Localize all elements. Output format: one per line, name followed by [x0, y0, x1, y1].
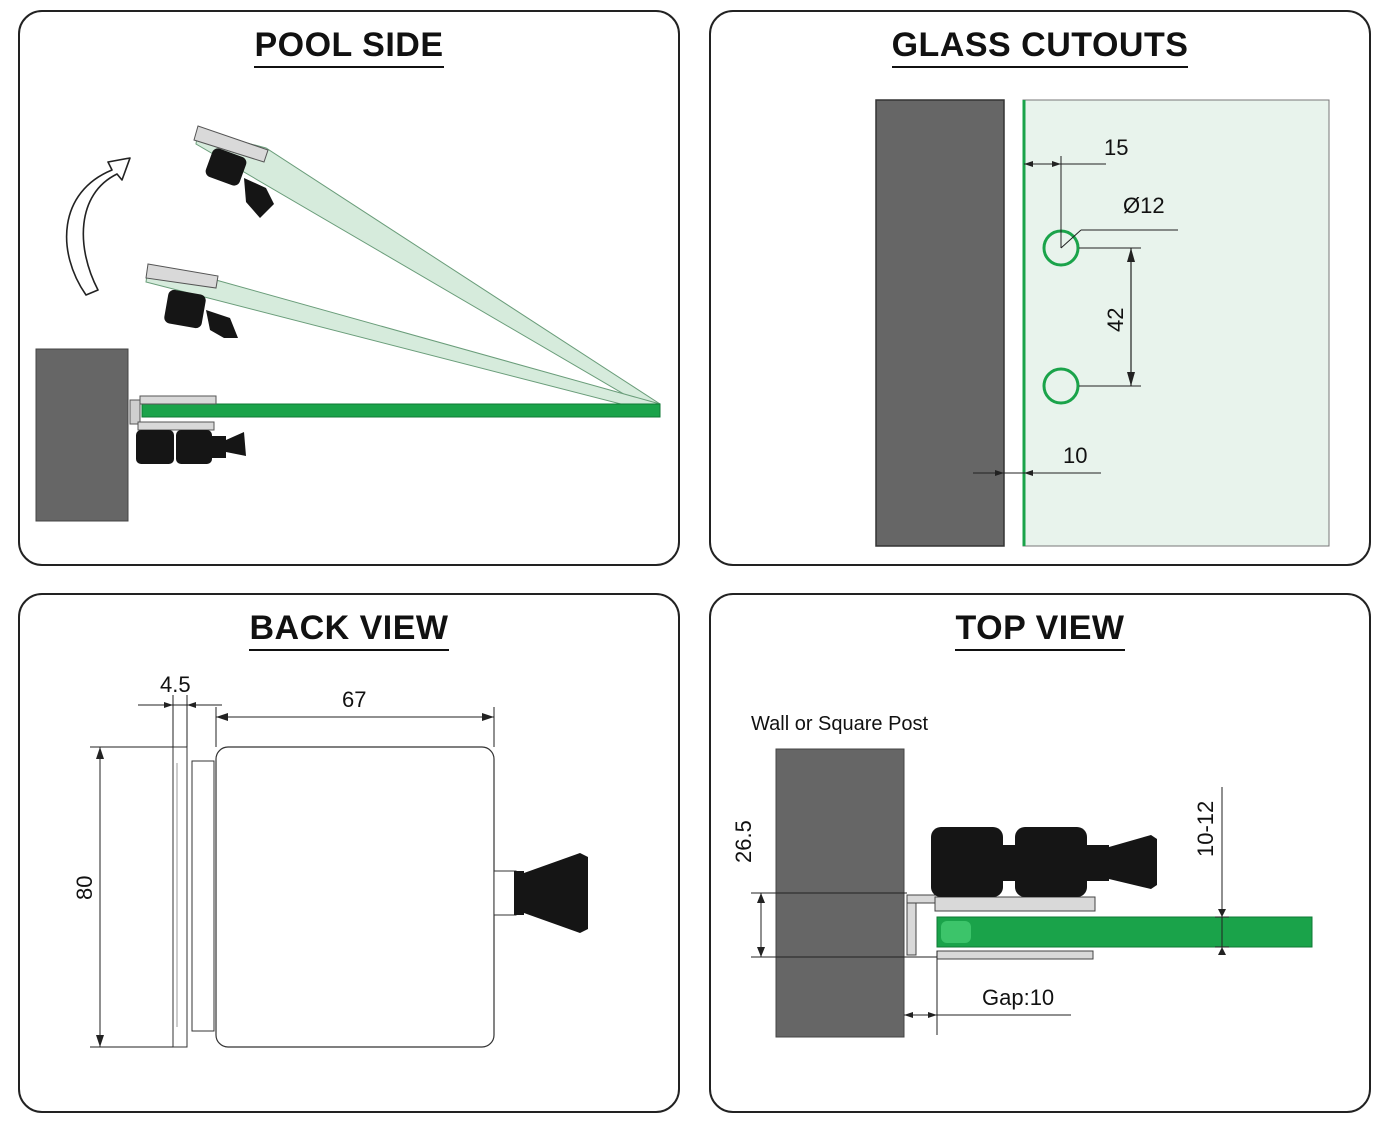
dim-width: 67	[342, 687, 366, 712]
rotation-arrow-icon	[65, 157, 131, 296]
glass-cutouts-title: GLASS CUTOUTS	[891, 26, 1189, 68]
glass-panel-middle	[145, 267, 661, 414]
glass-cutouts-panel: GLASS CUTOUTS 15 Ø12 42 10	[709, 10, 1371, 566]
clamp-block-right	[1015, 827, 1087, 897]
hole-lower	[1042, 367, 1080, 405]
wall-block	[875, 99, 1005, 547]
dim-edge-to-hole: 15	[1104, 135, 1128, 160]
pool-side-panel: POOL SIDE	[18, 10, 680, 566]
knob-collar	[493, 870, 517, 916]
knob-icon	[1109, 835, 1157, 889]
glass-panel-horizontal	[141, 403, 661, 418]
back-view-diagram: 4.5 67 80	[72, 672, 588, 1048]
dim-hole-diameter: Ø12	[1123, 193, 1165, 218]
top-view-title: TOP VIEW	[955, 609, 1125, 651]
glass-cutouts-diagram: 15 Ø12 42 10	[875, 99, 1330, 547]
top-view-diagram: Wall or Square Post 26.5 10-12	[731, 713, 1313, 1038]
knob-icon	[524, 853, 588, 933]
spacer-plate	[191, 760, 215, 1032]
clamp-middle	[145, 263, 238, 338]
dim-gap: 10	[1063, 443, 1087, 468]
glass-panel	[936, 916, 1313, 948]
wall-block	[35, 348, 129, 522]
dim-offset: 26.5	[731, 820, 756, 863]
dim-plate-thickness: 4.5	[160, 672, 191, 697]
clamp-upper	[193, 125, 274, 218]
pool-side-title: POOL SIDE	[254, 26, 444, 68]
back-plate	[172, 746, 188, 1048]
bracket	[906, 894, 1096, 960]
clamp-horizontal	[129, 395, 246, 464]
dim-hole-spacing: 42	[1103, 308, 1128, 332]
top-view-panel: TOP VIEW Wall or Square Post 26.5	[709, 593, 1371, 1113]
glass-sheet	[1022, 99, 1330, 547]
dim-height: 80	[72, 876, 97, 900]
glass-panel-upper	[195, 129, 661, 415]
back-view-panel: BACK VIEW 4.5 67 80	[18, 593, 680, 1113]
clamp-body	[215, 746, 495, 1048]
wall-label: Wall or Square Post	[751, 713, 929, 735]
pool-side-diagram	[35, 125, 661, 522]
back-view-title: BACK VIEW	[249, 609, 449, 651]
dim-glass-thickness: 10-12	[1193, 801, 1218, 857]
clamp-block-left	[931, 827, 1003, 897]
dim-gap: Gap:10	[982, 985, 1054, 1010]
